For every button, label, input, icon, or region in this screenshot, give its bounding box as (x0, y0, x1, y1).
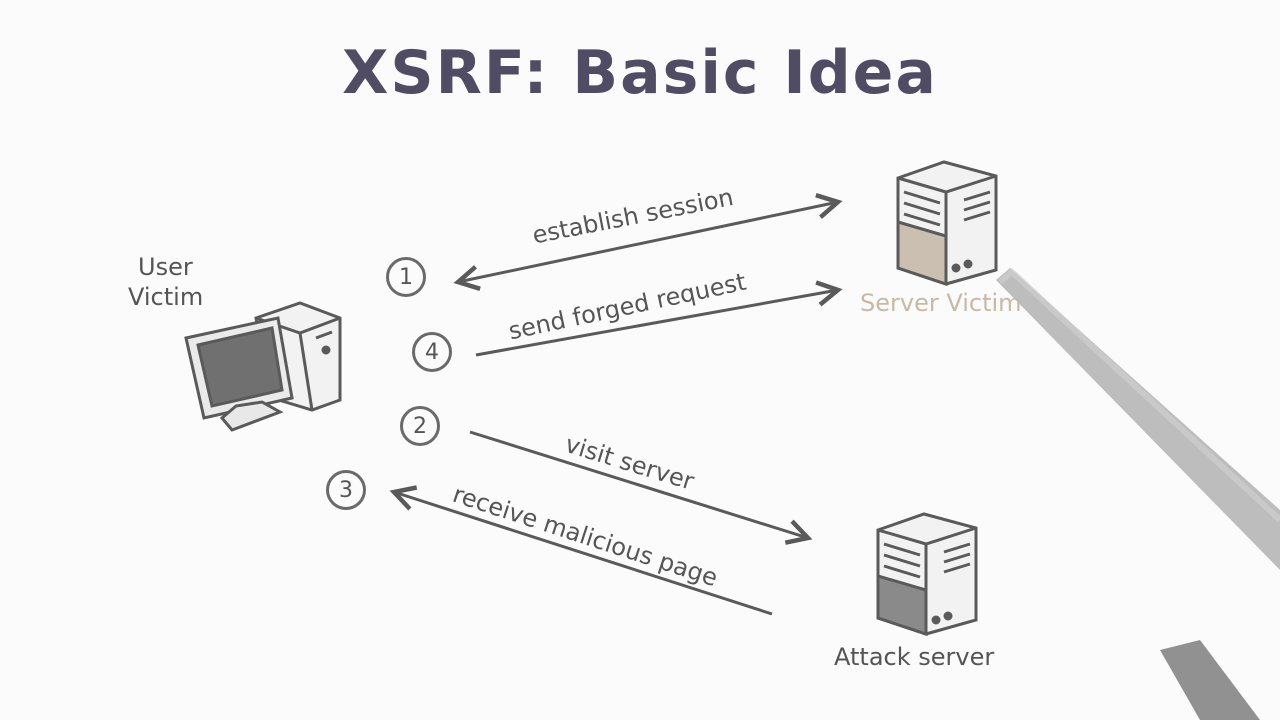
attack-server-label: Attack server (834, 643, 995, 671)
server-victim-icon (896, 160, 998, 287)
user-computer-icon (184, 301, 342, 432)
step-badge-2: 2 (400, 406, 440, 446)
page-title: XSRF: Basic Idea (342, 38, 938, 108)
server-victim-label: Server Victim (860, 289, 1022, 317)
attack-server-icon (876, 512, 978, 637)
user-victim-label: User Victim (128, 252, 203, 312)
step-badge-4: 4 (412, 332, 452, 372)
user-victim-label-line1: User (138, 253, 193, 281)
step-badge-1: 1 (386, 257, 426, 297)
arrow-send-forged-request (475, 290, 838, 357)
pen-stylus-overlay (996, 268, 1280, 720)
user-victim-label-line2: Victim (128, 283, 204, 311)
arrow-visit-server (469, 430, 808, 538)
arrow-establish-session (458, 202, 838, 282)
step-badge-3: 3 (326, 470, 366, 510)
arrow-receive-malicious-page (394, 492, 773, 616)
